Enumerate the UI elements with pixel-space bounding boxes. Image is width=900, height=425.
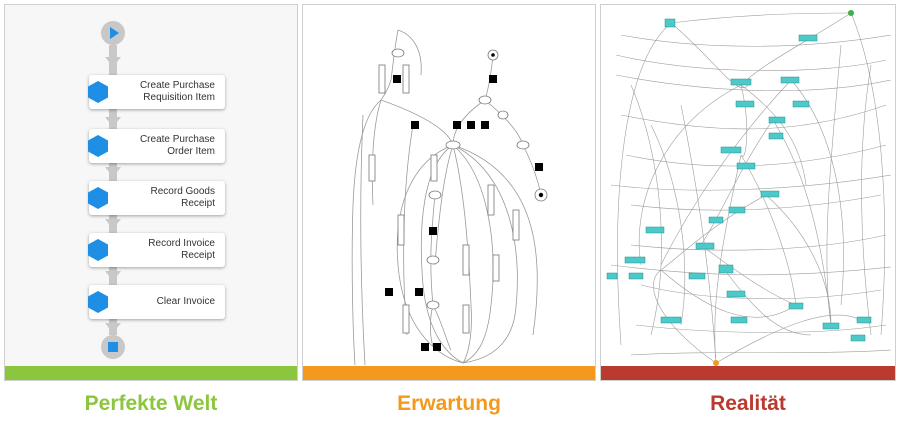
expectation-panel: [302, 4, 596, 381]
caption-expectation: Erwartung: [397, 392, 501, 415]
expected-process-graph: [351, 29, 548, 366]
stop-icon: [108, 342, 118, 352]
step-label: Record Goods Receipt: [150, 186, 215, 209]
step-label: Clear Invoice: [156, 296, 215, 307]
step-create-purchase-requisition-item: Create Purchase Requisition Item: [88, 75, 225, 109]
step-label: Record Invoice Receipt: [148, 238, 215, 261]
activity-hexagon-icon: [88, 187, 108, 209]
step-record-goods-receipt: Record Goods Receipt: [88, 181, 225, 215]
activity-hexagon-icon: [88, 81, 108, 103]
caption-reality: Realität: [710, 392, 786, 415]
end-event: [101, 335, 125, 359]
expectation-bar: [303, 366, 595, 380]
reality-bar: [601, 366, 895, 380]
play-icon: [110, 27, 119, 39]
step-create-purchase-order-item: Create Purchase Order Item: [88, 129, 225, 163]
activity-hexagon-icon: [88, 239, 108, 261]
step-label: Create Purchase Order Item: [139, 134, 215, 157]
activity-hexagon-icon: [88, 135, 108, 157]
step-clear-invoice: Clear Invoice: [88, 285, 225, 319]
step-label: Create Purchase Requisition Item: [139, 80, 215, 103]
start-event: [101, 21, 125, 45]
reality-panel: [600, 4, 896, 381]
activity-hexagon-icon: [88, 291, 108, 313]
caption-perfect-world: Perfekte Welt: [84, 392, 218, 415]
perfect-world-bar: [5, 366, 297, 380]
step-record-invoice-receipt: Record Invoice Receipt: [88, 233, 225, 267]
real-process-spaghetti-graph: [606, 10, 892, 366]
perfect-world-panel: Create Purchase Requisition Item Create …: [4, 4, 298, 381]
